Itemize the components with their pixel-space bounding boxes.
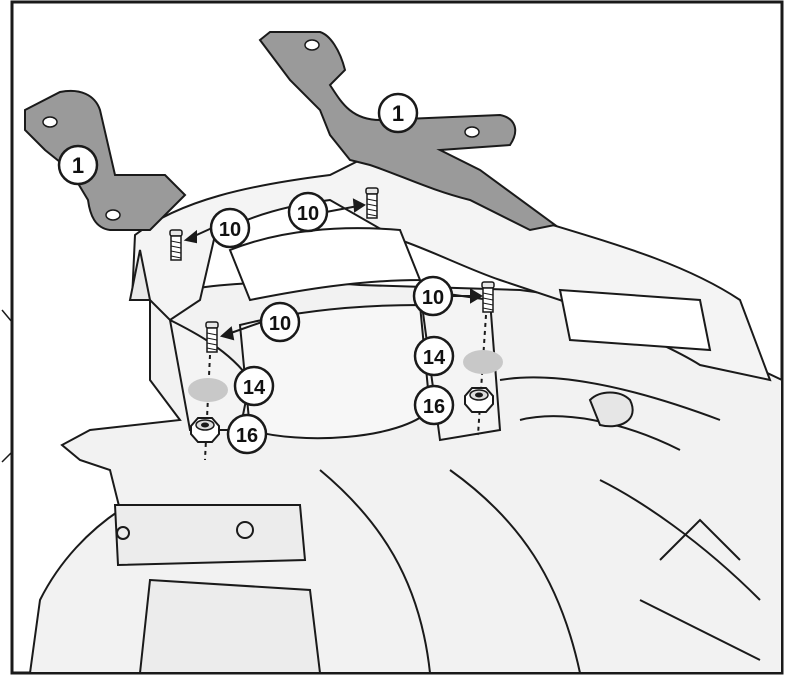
callout-10-c: 10: [259, 301, 301, 343]
callout-16-left: 16: [226, 413, 268, 455]
screw-icon: [481, 281, 495, 313]
callout-14-right: 14: [413, 335, 455, 377]
arrow-icon: [325, 198, 366, 213]
bracket-left: [24, 90, 187, 231]
svg-text:16: 16: [423, 396, 445, 418]
callout-10-b: 10: [287, 191, 329, 233]
screw-icon: [365, 187, 379, 219]
callout-1-left: 1: [57, 144, 99, 186]
bracket-right: [258, 31, 558, 232]
svg-text:14: 14: [423, 347, 446, 369]
nut-icon: [190, 417, 220, 443]
svg-text:10: 10: [422, 287, 444, 309]
frame-edge-mark: [1, 309, 13, 323]
svg-text:16: 16: [236, 425, 258, 447]
callout-14-left: 14: [233, 365, 275, 407]
callout-1-right: 1: [377, 92, 419, 134]
arrow-icon: [219, 321, 263, 341]
callout-10-d: 10: [412, 275, 454, 317]
svg-text:1: 1: [72, 153, 84, 178]
frame-edge-mark: [1, 451, 13, 463]
screw-icon: [205, 321, 219, 353]
washer-icon: [188, 378, 228, 402]
washer-icon: [463, 350, 503, 374]
svg-text:10: 10: [269, 313, 291, 335]
svg-text:10: 10: [297, 203, 319, 225]
nut-icon: [464, 387, 494, 413]
assembly-axis-left: [204, 354, 211, 461]
arrow-icon: [183, 227, 213, 244]
arrow-icon: [452, 288, 483, 304]
screw-icon: [169, 229, 183, 261]
callout-10-a: 10: [209, 207, 251, 249]
callout-16-right: 16: [413, 384, 455, 426]
svg-text:14: 14: [243, 377, 266, 399]
svg-text:10: 10: [219, 219, 241, 241]
svg-text:1: 1: [392, 101, 404, 126]
